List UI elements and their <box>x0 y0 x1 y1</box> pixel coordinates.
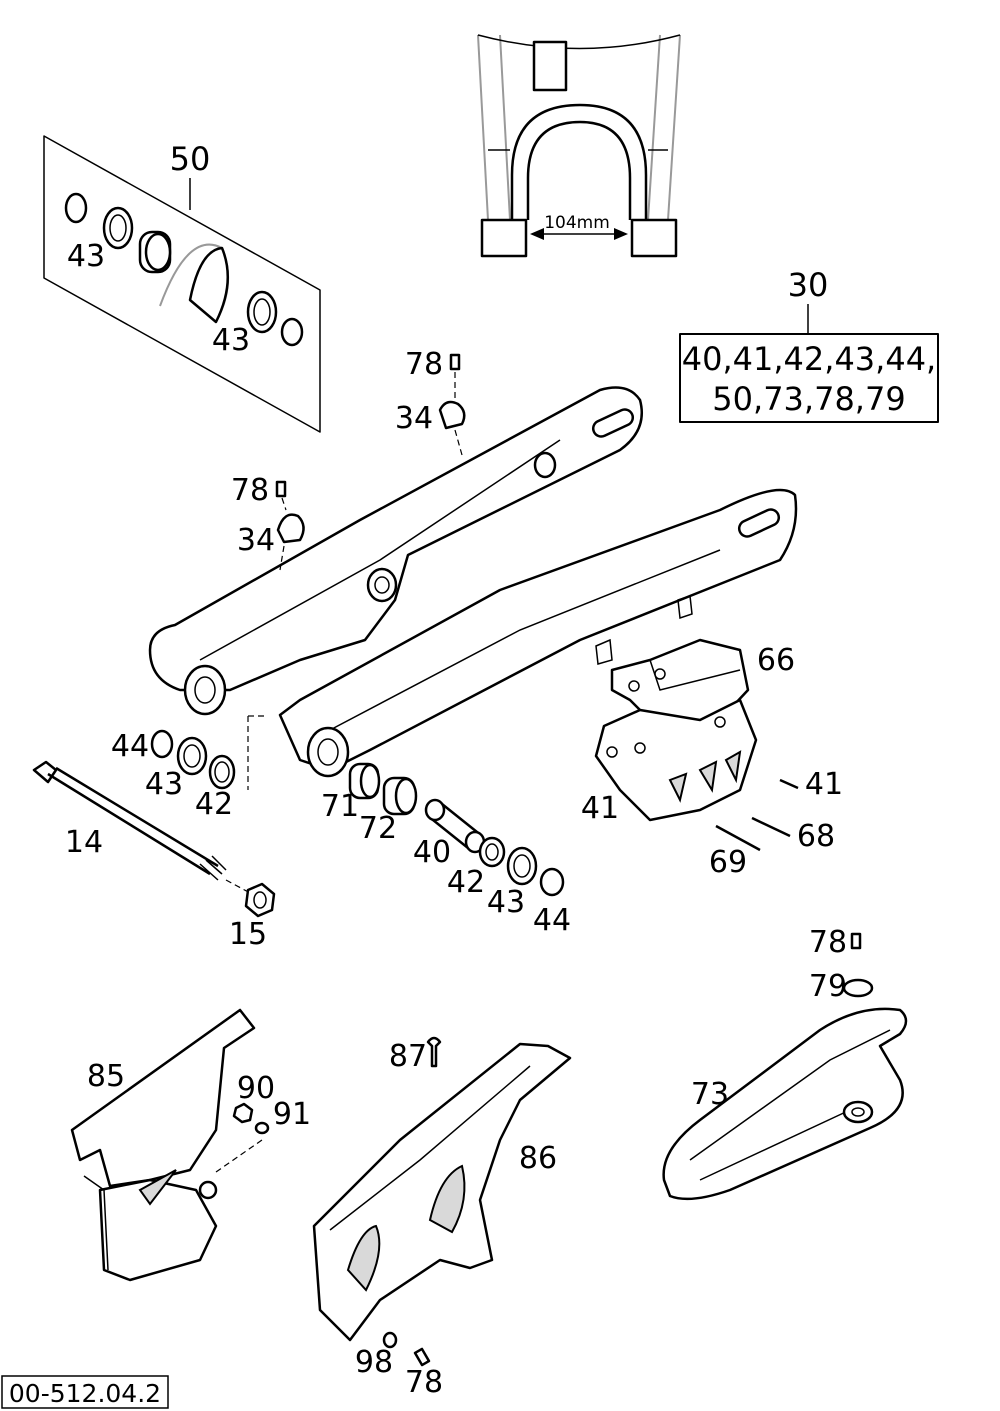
callout-label: 98 <box>355 1345 393 1380</box>
right-pivot-parts: 40 42 43 44 <box>413 798 571 938</box>
washer-icon <box>478 836 506 868</box>
callout-label: 79 <box>809 969 847 1004</box>
callout-label: 43 <box>145 767 183 802</box>
callout-label: 14 <box>65 825 103 860</box>
callout-label: 68 <box>797 819 835 854</box>
callout-label: 41 <box>805 767 843 802</box>
bushing-icon <box>539 867 565 897</box>
rivet-icon <box>426 1036 442 1068</box>
chain-slider-73: 78 79 73 <box>662 925 908 1201</box>
screw-icon <box>449 353 461 371</box>
callout-label: 87 <box>389 1039 427 1074</box>
callout-label: 43 <box>212 323 250 358</box>
callout-label: 42 <box>195 787 233 822</box>
kit-30-number: 30 <box>788 266 829 304</box>
seal-ring-icon <box>506 846 538 886</box>
callout-label: 34 <box>395 401 433 436</box>
kit-30-line-1: 40,41,42,43,44, <box>682 340 936 378</box>
fork-width-detail: 104mm <box>477 34 681 258</box>
kit-50-number: 50 <box>170 140 211 178</box>
callout-label: 85 <box>87 1059 125 1094</box>
dimension-label: 104mm <box>544 213 610 233</box>
callout-label: 34 <box>237 523 275 558</box>
callout-label: 44 <box>533 903 571 938</box>
figure-code-label: 00-512.04.2 <box>9 1379 161 1408</box>
washer-icon <box>254 1121 270 1135</box>
kit-30-line-2: 50,73,78,79 <box>712 380 905 418</box>
screw-icon <box>751 816 791 838</box>
bushing-icon <box>64 192 88 224</box>
callout-label: 69 <box>709 845 747 880</box>
seal-ring-icon <box>176 736 208 776</box>
callout-label: 66 <box>757 643 795 678</box>
kit-50-box: 50 43 43 <box>43 135 321 433</box>
callout-label: 43 <box>67 239 105 274</box>
swingarm <box>148 386 798 778</box>
callout-label: 40 <box>413 835 451 870</box>
washer-icon <box>208 754 236 790</box>
callout-label: 78 <box>405 1365 443 1400</box>
callout-label: 72 <box>359 811 397 846</box>
screw-icon <box>413 1347 431 1367</box>
callout-label: 41 <box>581 791 619 826</box>
washer-icon <box>842 978 874 998</box>
nut-icon <box>244 882 276 918</box>
figure-code: 00-512.04.2 <box>1 1375 169 1409</box>
bushing-icon <box>150 729 174 759</box>
seal-ring-icon <box>246 290 278 334</box>
screw-icon <box>779 778 799 790</box>
clamp-icon <box>276 513 305 544</box>
washer-icon <box>382 1331 398 1349</box>
callout-label: 42 <box>447 865 485 900</box>
seal-ring-icon <box>102 206 134 250</box>
screws-69-71-72: 41 68 69 <box>709 767 843 880</box>
callout-label: 73 <box>691 1077 729 1112</box>
needle-bearings-41: 71 72 <box>321 762 418 846</box>
nut-icon <box>232 1102 254 1124</box>
left-pivot-parts: 44 43 42 <box>111 715 268 822</box>
callout-label: 15 <box>229 917 267 952</box>
callout-label: 91 <box>273 1097 311 1132</box>
hose-clamp-upper: 78 34 <box>395 347 466 456</box>
screw-icon <box>715 824 761 852</box>
pivot-bolt-14: 14 15 <box>32 760 276 952</box>
callout-label: 86 <box>519 1141 557 1176</box>
callout-label: 78 <box>809 925 847 960</box>
callout-label: 44 <box>111 729 149 764</box>
callout-label: 78 <box>405 347 443 382</box>
screw-icon <box>275 480 287 498</box>
chain-guard-85: 85 90 91 <box>70 1008 311 1282</box>
hose-clamp-lower: 78 34 <box>231 473 305 571</box>
callout-label: 43 <box>487 885 525 920</box>
clamp-icon <box>438 400 466 430</box>
chain-guide-bracket-68: 41 <box>581 698 758 826</box>
chain-guard-bracket-86: 87 86 98 78 <box>312 1036 572 1400</box>
callout-label: 90 <box>237 1071 275 1106</box>
callout-label: 78 <box>231 473 269 508</box>
callout-label: 71 <box>321 789 359 824</box>
kit-30-box: 30 40,41,42,43,44, 50,73,78,79 <box>679 266 939 423</box>
screw-icon <box>850 932 862 950</box>
bushing-icon <box>280 317 304 347</box>
